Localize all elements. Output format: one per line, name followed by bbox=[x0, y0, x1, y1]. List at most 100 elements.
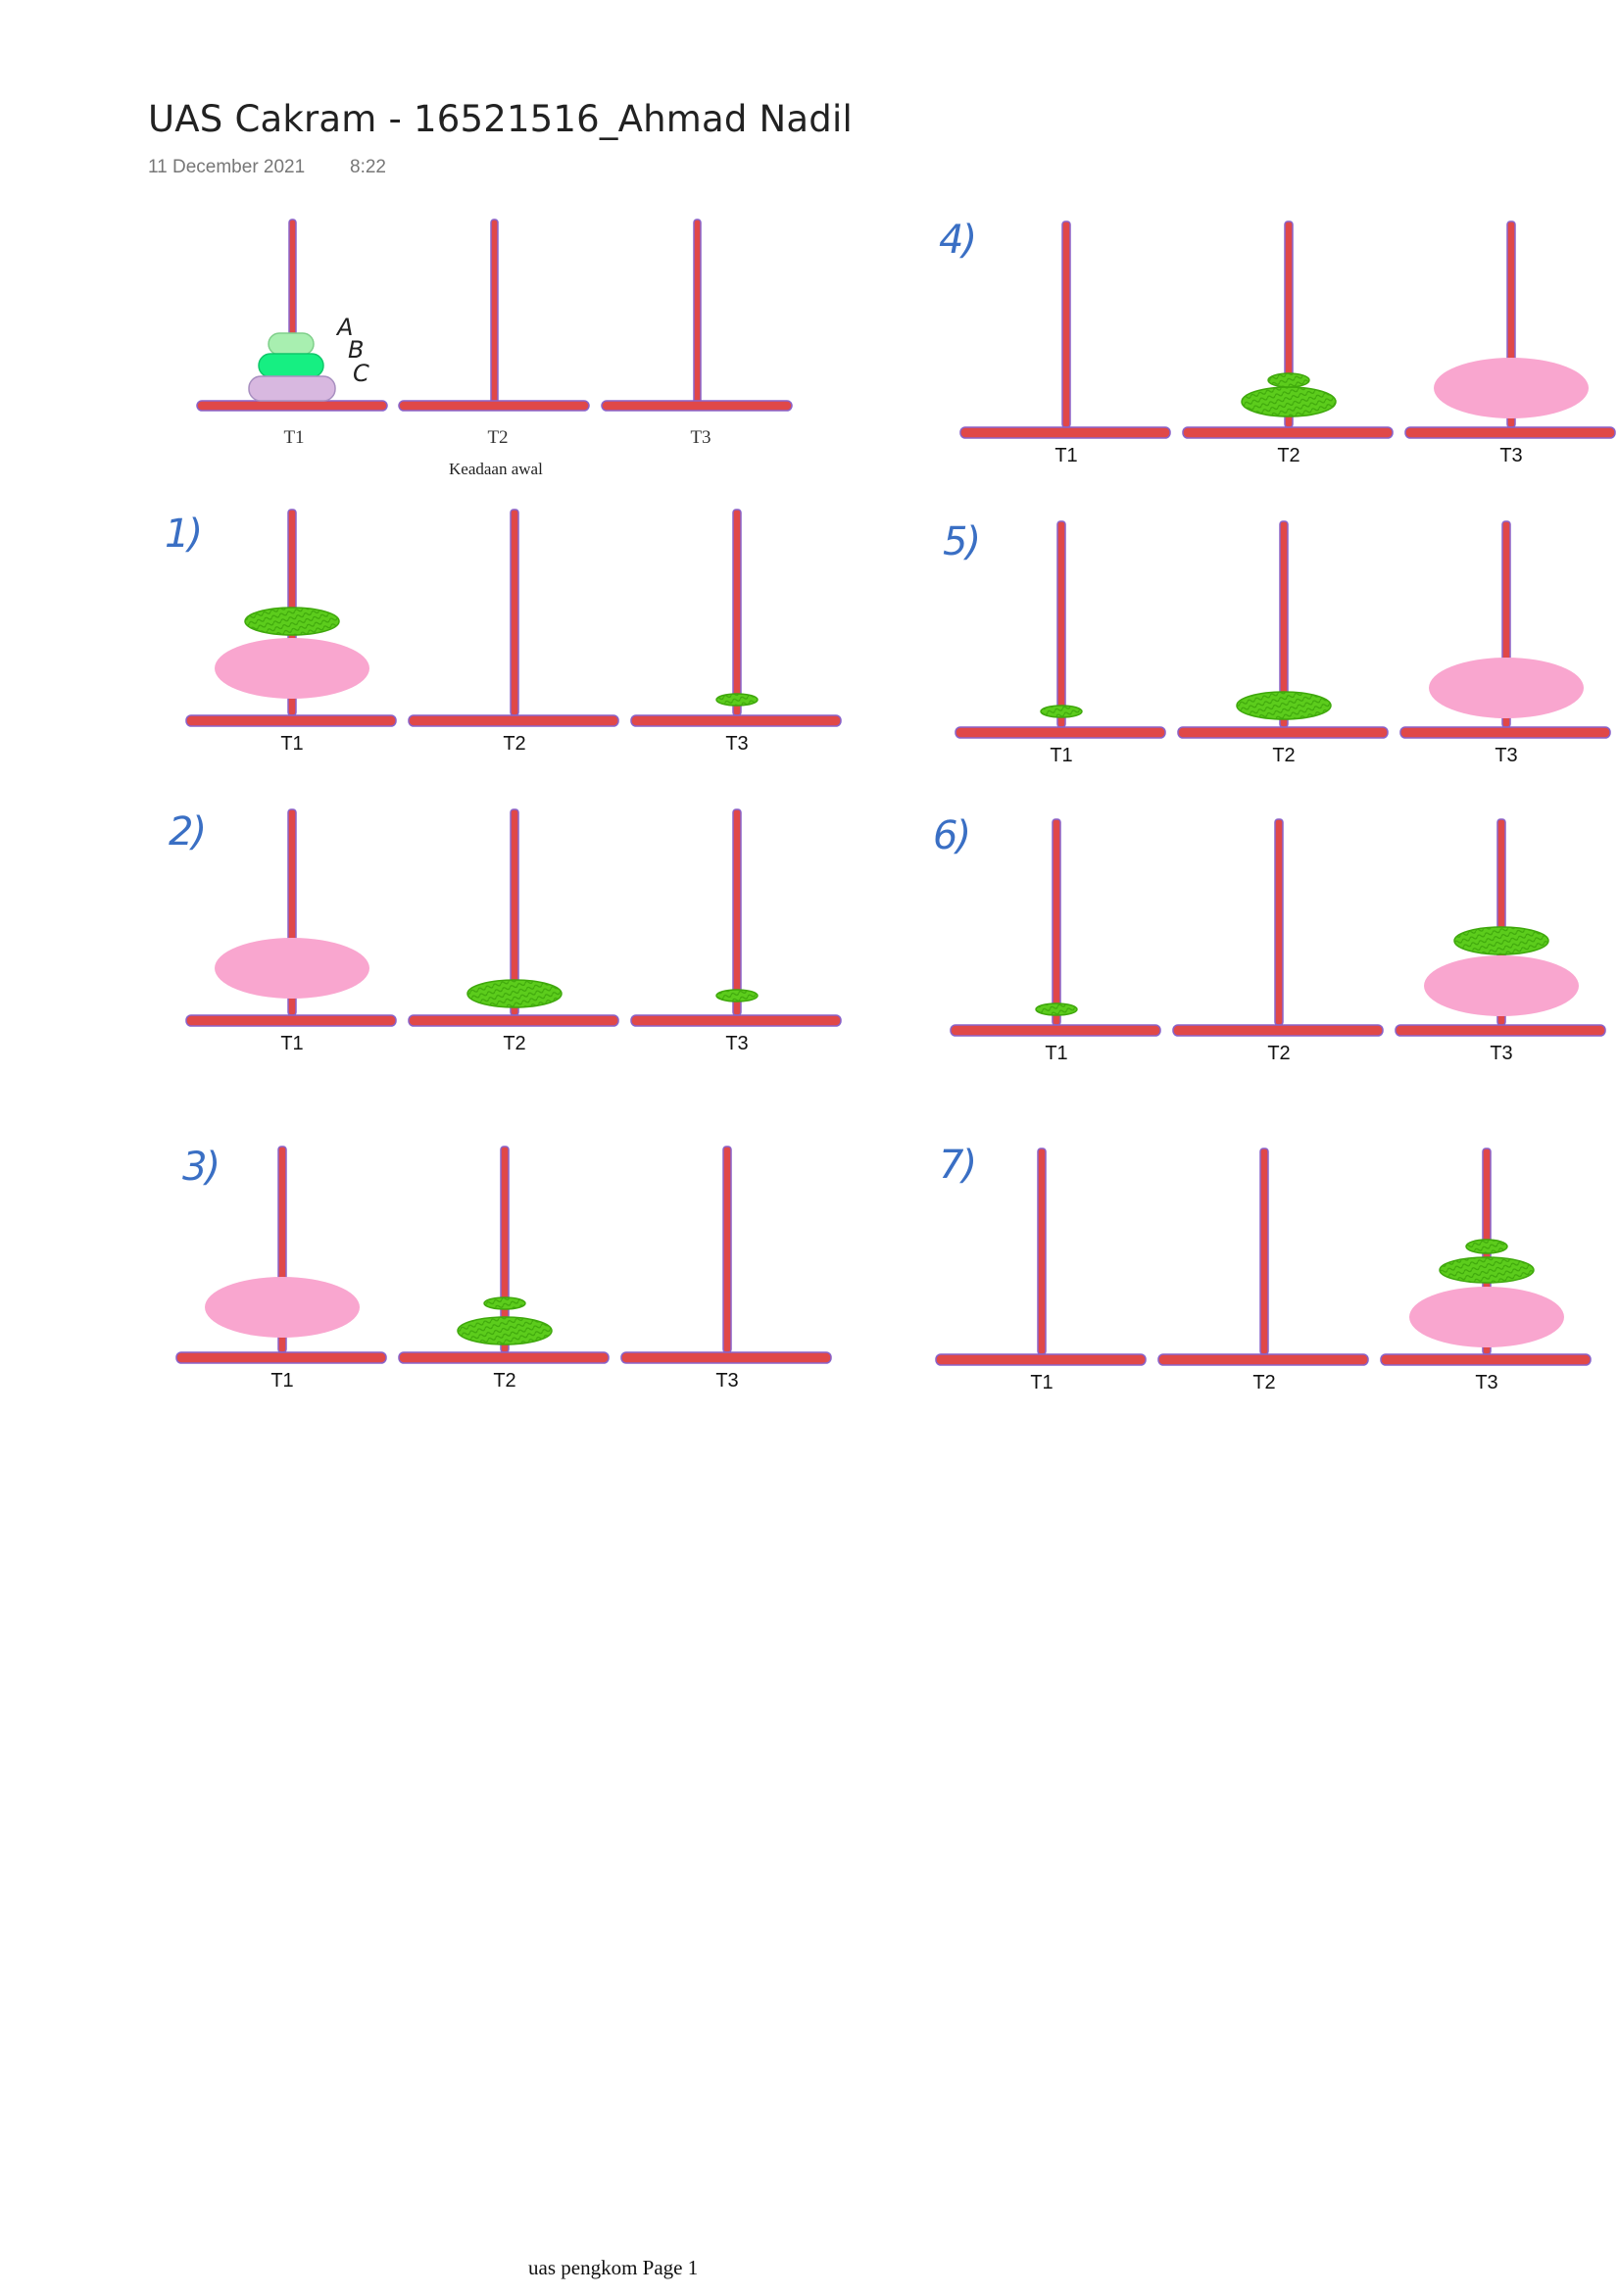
step-2-tower-label-t3: T3 bbox=[725, 1033, 749, 1054]
step-2-disk-medium bbox=[466, 979, 563, 1008]
initial-towers-drawing bbox=[196, 219, 793, 412]
initial-base-t2 bbox=[398, 400, 590, 412]
step-1-base-t2 bbox=[408, 714, 619, 727]
step-6-base-t1 bbox=[950, 1024, 1161, 1037]
initial-disk-b bbox=[258, 353, 324, 378]
step-6-tower-label-t3: T3 bbox=[1490, 1043, 1513, 1064]
page-title: UAS Cakram - 16521516_Ahmad Nadil bbox=[148, 98, 853, 140]
step-6-disk-small bbox=[1035, 1002, 1078, 1016]
step-4-base-t1 bbox=[959, 426, 1171, 439]
step-7-disk-small bbox=[1465, 1239, 1508, 1254]
step-6-disk-large bbox=[1424, 955, 1579, 1016]
step-7-base-t1 bbox=[935, 1353, 1147, 1366]
step-4-tower-label-t1: T1 bbox=[1054, 445, 1078, 466]
step-5-disk-large bbox=[1429, 658, 1584, 718]
step-panel-4 bbox=[959, 220, 1618, 457]
initial-tower-label-t3: T3 bbox=[690, 427, 711, 448]
step-7-disk-large bbox=[1409, 1287, 1564, 1347]
step-6-rod-t1 bbox=[1052, 818, 1061, 1026]
step-6-base-t2 bbox=[1172, 1024, 1384, 1037]
step-5-base-t3 bbox=[1399, 726, 1611, 739]
disk-label-b: B bbox=[348, 336, 365, 364]
step-3-tower-label-t2: T2 bbox=[493, 1370, 516, 1392]
step-4-tower-label-t2: T2 bbox=[1277, 445, 1300, 466]
step-7-tower-label-t2: T2 bbox=[1252, 1372, 1276, 1393]
step-panel-6 bbox=[950, 818, 1617, 1054]
step-6-disk-medium bbox=[1453, 926, 1549, 955]
step-number-6: 6) bbox=[933, 813, 971, 858]
step-1-tower-label-t1: T1 bbox=[280, 733, 304, 755]
initial-caption: Keadaan awal bbox=[449, 460, 543, 478]
step-5-tower-label-t2: T2 bbox=[1272, 745, 1296, 766]
disk-label-c: C bbox=[353, 360, 369, 387]
initial-rod-t3 bbox=[693, 219, 702, 407]
step-3-base-t3 bbox=[620, 1351, 832, 1364]
step-2-disk-large bbox=[215, 938, 369, 999]
step-2-drawing bbox=[185, 808, 842, 1027]
step-6-rod-t2 bbox=[1274, 818, 1284, 1026]
step-6-tower-label-t1: T1 bbox=[1045, 1043, 1068, 1064]
step-5-disk-small bbox=[1040, 705, 1083, 718]
step-4-rod-t1 bbox=[1061, 220, 1071, 428]
step-2-rod-t3 bbox=[732, 808, 742, 1016]
step-3-tower-label-t3: T3 bbox=[715, 1370, 739, 1392]
step-7-base-t2 bbox=[1157, 1353, 1369, 1366]
step-3-base-t1 bbox=[175, 1351, 387, 1364]
step-2-base-t2 bbox=[408, 1014, 619, 1027]
step-3-drawing bbox=[175, 1146, 832, 1364]
step-7-drawing bbox=[935, 1148, 1592, 1366]
step-5-tower-label-t1: T1 bbox=[1050, 745, 1073, 766]
page-footer: uas pengkom Page 1 bbox=[528, 2256, 699, 2279]
step-number-1: 1) bbox=[165, 512, 203, 557]
step-4-base-t2 bbox=[1182, 426, 1394, 439]
initial-tower-label-t2: T2 bbox=[487, 427, 509, 448]
step-number-7: 7) bbox=[939, 1143, 977, 1188]
step-panel-7 bbox=[935, 1148, 1602, 1384]
step-number-3: 3) bbox=[182, 1145, 221, 1190]
step-5-tower-label-t3: T3 bbox=[1495, 745, 1518, 766]
step-panel-3 bbox=[175, 1146, 843, 1382]
initial-base-t3 bbox=[601, 400, 793, 412]
step-2-tower-label-t1: T1 bbox=[280, 1033, 304, 1054]
step-4-base-t3 bbox=[1404, 426, 1616, 439]
step-2-base-t3 bbox=[630, 1014, 842, 1027]
step-3-disk-medium bbox=[457, 1316, 553, 1345]
step-2-tower-label-t2: T2 bbox=[503, 1033, 526, 1054]
step-6-drawing bbox=[950, 818, 1606, 1037]
step-1-rod-t2 bbox=[510, 509, 519, 716]
step-5-disk-medium bbox=[1236, 691, 1332, 720]
step-panel-5 bbox=[955, 520, 1618, 757]
step-4-tower-label-t3: T3 bbox=[1499, 445, 1523, 466]
page-time: 8:22 bbox=[350, 157, 386, 177]
initial-rod-t2 bbox=[490, 219, 499, 407]
step-1-disk-medium bbox=[244, 607, 340, 636]
step-6-base-t3 bbox=[1395, 1024, 1606, 1037]
step-6-tower-label-t2: T2 bbox=[1267, 1043, 1291, 1064]
step-1-rod-t3 bbox=[732, 509, 742, 716]
step-7-tower-label-t3: T3 bbox=[1475, 1372, 1498, 1393]
step-1-disk-large bbox=[215, 638, 369, 699]
step-5-rod-t1 bbox=[1056, 520, 1066, 728]
step-number-2: 2) bbox=[169, 809, 207, 855]
step-number-5: 5) bbox=[943, 519, 981, 564]
step-3-rod-t3 bbox=[722, 1146, 732, 1353]
step-7-tower-label-t1: T1 bbox=[1030, 1372, 1054, 1393]
step-7-base-t3 bbox=[1380, 1353, 1592, 1366]
initial-disk-c bbox=[248, 375, 336, 402]
step-7-rod-t2 bbox=[1259, 1148, 1269, 1355]
step-5-base-t2 bbox=[1177, 726, 1389, 739]
step-3-disk-large bbox=[205, 1277, 360, 1338]
step-4-disk-medium bbox=[1241, 386, 1337, 417]
step-5-drawing bbox=[955, 520, 1611, 739]
step-4-disk-large bbox=[1434, 358, 1589, 418]
step-2-base-t1 bbox=[185, 1014, 397, 1027]
step-1-disk-small bbox=[715, 693, 759, 707]
initial-base-t1 bbox=[196, 400, 388, 412]
step-number-4: 4) bbox=[939, 218, 977, 263]
step-2-disk-small bbox=[715, 989, 759, 1002]
step-4-disk-small bbox=[1267, 372, 1310, 388]
step-7-rod-t1 bbox=[1037, 1148, 1047, 1355]
step-panel-2 bbox=[185, 808, 853, 1045]
step-1-base-t1 bbox=[185, 714, 397, 727]
step-3-tower-label-t1: T1 bbox=[270, 1370, 294, 1392]
